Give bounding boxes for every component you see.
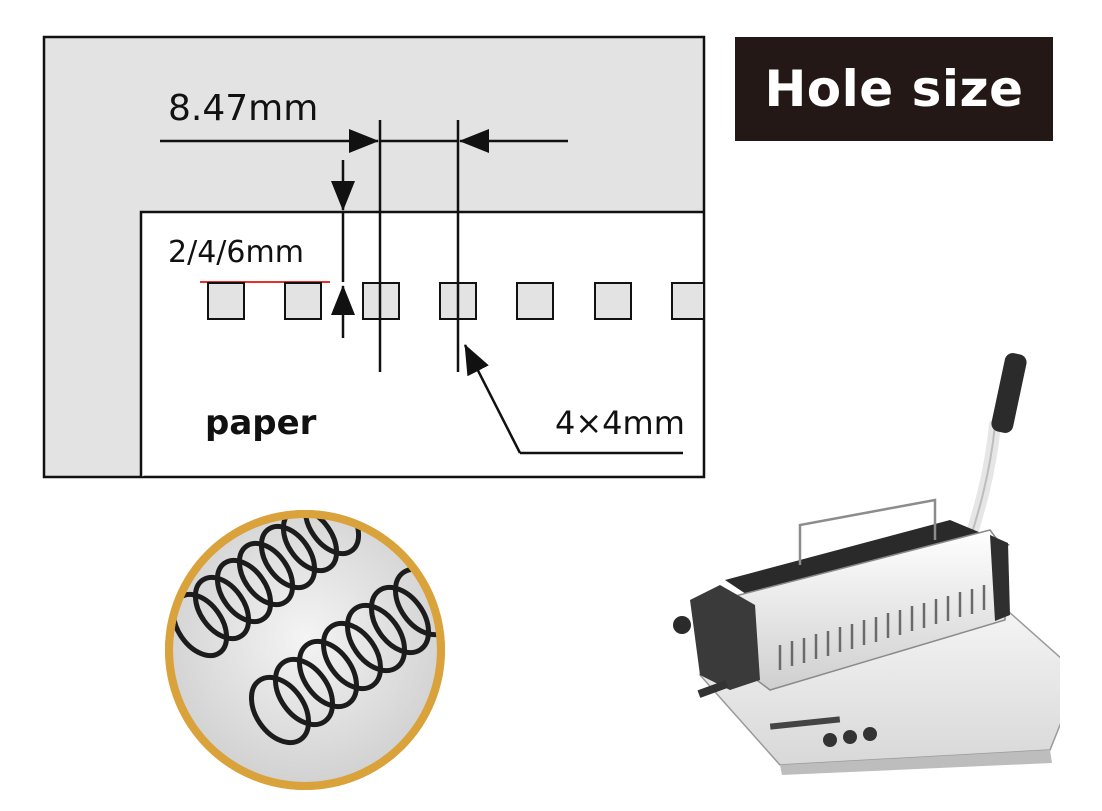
hole bbox=[516, 282, 554, 320]
page-title: Hole size bbox=[764, 60, 1024, 118]
pitch-label: 8.47mm bbox=[168, 88, 318, 129]
hole-size-leader bbox=[463, 344, 683, 455]
binding-wire-photo bbox=[165, 510, 445, 790]
hole bbox=[284, 282, 322, 320]
paper-label: paper bbox=[205, 403, 317, 443]
paper-fill bbox=[142, 213, 703, 476]
punch-holes bbox=[207, 282, 705, 320]
pitch-dimension bbox=[160, 120, 568, 372]
title-banner: Hole size bbox=[735, 37, 1053, 141]
hole bbox=[594, 282, 632, 320]
hole bbox=[671, 282, 705, 320]
binding-machine-photo bbox=[673, 353, 1060, 775]
hole-size-label: 4×4mm bbox=[555, 404, 685, 442]
hole bbox=[207, 282, 245, 320]
margin-label: 2/4/6mm bbox=[168, 235, 304, 270]
